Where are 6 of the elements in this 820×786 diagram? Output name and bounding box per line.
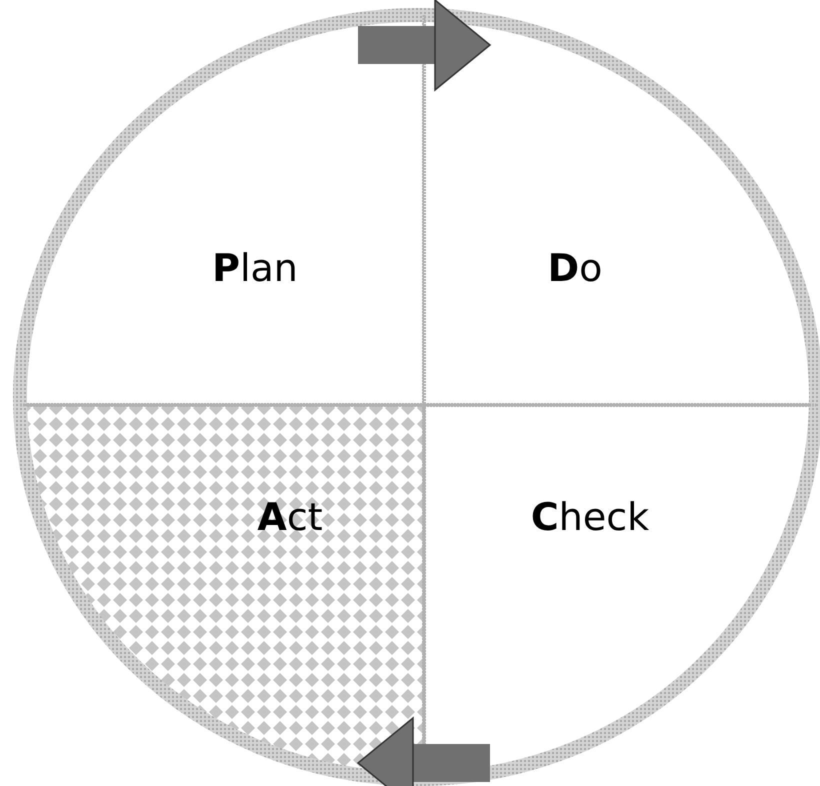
cycle-arrow [358,0,491,91]
stage-label: Check [530,495,650,539]
cycle-arrow [357,717,490,786]
stage-label: Plan [212,246,298,290]
stage-label: Do [548,246,602,290]
stage-label: Act [257,495,323,539]
